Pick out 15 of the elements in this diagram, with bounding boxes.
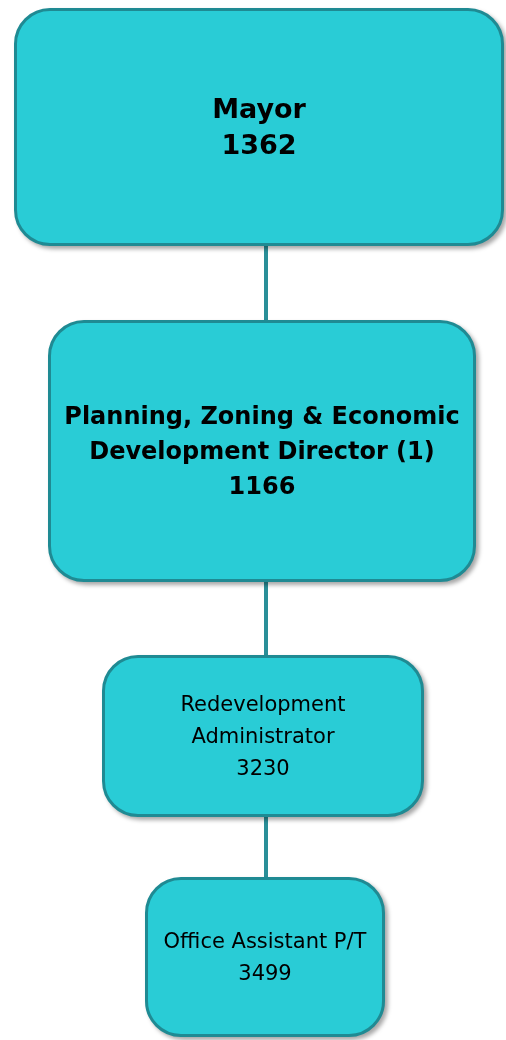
position-number: 1166 [228,470,296,502]
position-box [102,655,424,817]
position-box [48,320,476,582]
connector-line [264,582,268,655]
position-title: Office Assistant P/T [163,928,367,955]
position-title: Planning, Zoning & Economic Development Director (1) [63,400,461,467]
position-number: 3230 [236,755,290,782]
position-title: Mayor [212,92,306,126]
connector-line [264,246,268,320]
position-number: 1362 [221,128,297,162]
position-number: 3499 [238,960,292,987]
position-title: Redevelopment Administrator [179,691,347,750]
position-box [14,8,504,246]
position-box [145,877,385,1037]
connector-line [264,817,268,877]
